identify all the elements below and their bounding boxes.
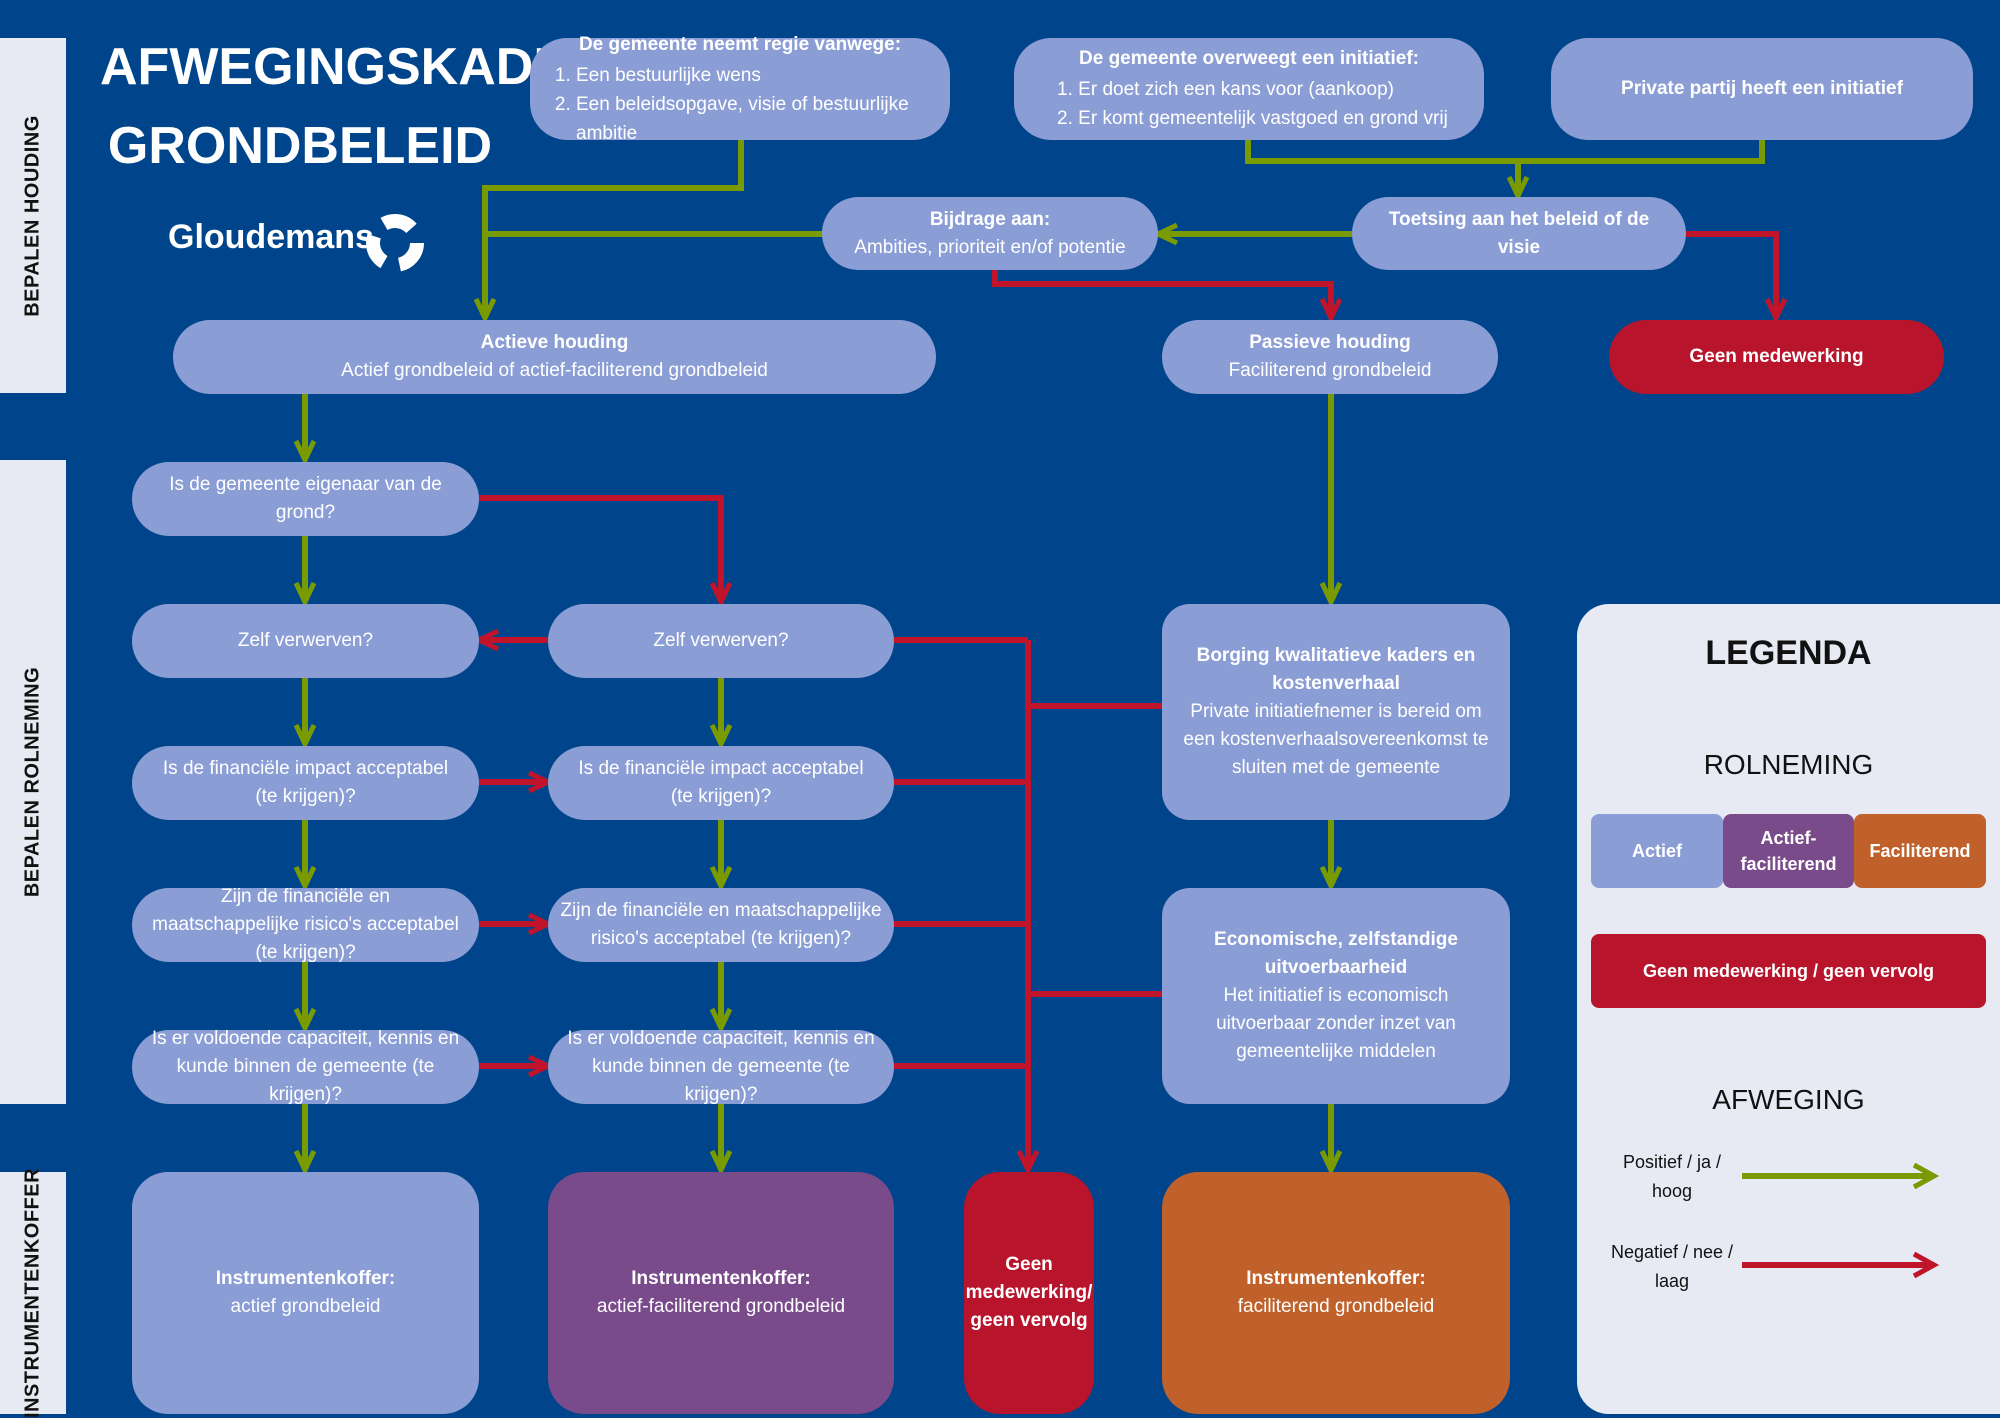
title-line-2: GRONDBELEID — [107, 117, 493, 175]
gloudemans-logo-icon — [366, 214, 424, 272]
logo-text: Gloudemans — [168, 218, 374, 256]
node-zelf-verwerven-2: Zelf verwerven? — [548, 604, 894, 678]
node-borging: Borging kwalitatieve kaders en kostenver… — [1162, 604, 1510, 820]
node-actieve-houding: Actieve houding Actief grondbeleid of ac… — [173, 320, 936, 394]
node-regie: De gemeente neemt regie vanwege: Een bes… — [530, 34, 950, 144]
node-geen-medewerking-top: Geen medewerking — [1609, 320, 1944, 394]
legend-positief-arrow — [1742, 1162, 1940, 1190]
node-private-initiatief: Private partij heeft een initiatief — [1551, 38, 1973, 140]
node-eigenaar: Is de gemeente eigenaar van de grond? — [132, 462, 479, 536]
arrow-overweegt-join — [1245, 140, 1765, 164]
arrow-bijdrage-to-passieve — [992, 270, 1331, 318]
node-economisch: Economische, zelfstandige uitvoerbaarhei… — [1162, 888, 1510, 1104]
node-instrumentenkoffer-actief-faciliterend: Instrumentenkoffer: actief-faciliterend … — [548, 1172, 894, 1414]
node-capaciteit-1: Is er voldoende capaciteit, kennis en ku… — [132, 1028, 479, 1105]
legend-geen-medewerking: Geen medewerking / geen vervolg — [1591, 934, 1986, 1008]
arrow-toetsing-to-geen — [1686, 231, 1776, 318]
legend-negatief-label: Negatief / nee / laag — [1610, 1242, 1734, 1291]
node-bijdrage: Bijdrage aan: Ambities, prioriteit en/of… — [822, 197, 1158, 270]
legend-rolneming-title: ROLNEMING — [1703, 749, 1874, 780]
node-capaciteit-2: Is er voldoende capaciteit, kennis en ku… — [548, 1028, 894, 1105]
node-toetsing: Toetsing aan het beleid of de visie — [1352, 197, 1686, 270]
legend-faciliterend: Faciliterend — [1854, 814, 1986, 888]
side-label-rolneming: BEPALEN ROLNEMING — [0, 460, 66, 1104]
node-zelf-verwerven-1: Zelf verwerven? — [132, 604, 479, 678]
legend-actief: Actief — [1591, 814, 1723, 888]
node-risicos-1: Zijn de financiële en maatschappelijke r… — [132, 886, 479, 963]
overweegt-list: Er doet zich een kans voor (aankoop) Er … — [1050, 75, 1448, 133]
node-passieve-houding: Passieve houding Faciliterend grondbelei… — [1162, 320, 1498, 394]
legend-actief-faciliterend: Actief-faciliterend — [1723, 814, 1854, 888]
node-geen-medewerking-bottom: Geen medewerking/ geen vervolg — [964, 1172, 1094, 1414]
node-financiele-impact-1: Is de financiële impact acceptabel (te k… — [132, 746, 479, 820]
node-overweegt: De gemeente overweegt een initiatief: Er… — [1014, 38, 1484, 140]
arrow-regie-to-actieve — [485, 140, 744, 318]
legend-panel: LEGENDA ROLNEMING Actief Actief-facilite… — [1577, 604, 2000, 1414]
legend-title: LEGENDA — [1705, 634, 1872, 672]
regie-list: Een bestuurlijke wens Een beleidsopgave,… — [548, 61, 932, 148]
node-financiele-impact-2: Is de financiële impact acceptabel (te k… — [548, 746, 894, 820]
arrow-eigenaar-to-zelf2 — [479, 495, 721, 602]
side-label-houding: BEPALEN HOUDING — [0, 38, 66, 393]
legend-positief-label: Positief / ja / hoog — [1622, 1152, 1722, 1201]
page-title: AFWEGINGSKADER GRONDBELEID — [100, 28, 606, 186]
side-label-instrumentenkoffer: INSTRUMENTENKOFFER — [0, 1168, 66, 1418]
legend-afweging-title: AFWEGING — [1712, 1084, 1865, 1115]
legend-negatief-arrow — [1742, 1251, 1940, 1279]
node-risicos-2: Zijn de financiële en maatschappelijke r… — [548, 888, 894, 962]
title-line-1: AFWEGINGSKADER — [100, 38, 606, 96]
node-instrumentenkoffer-faciliterend: Instrumentenkoffer: faciliterend grondbe… — [1162, 1172, 1510, 1414]
node-instrumentenkoffer-actief: Instrumentenkoffer: actief grondbeleid — [132, 1172, 479, 1414]
